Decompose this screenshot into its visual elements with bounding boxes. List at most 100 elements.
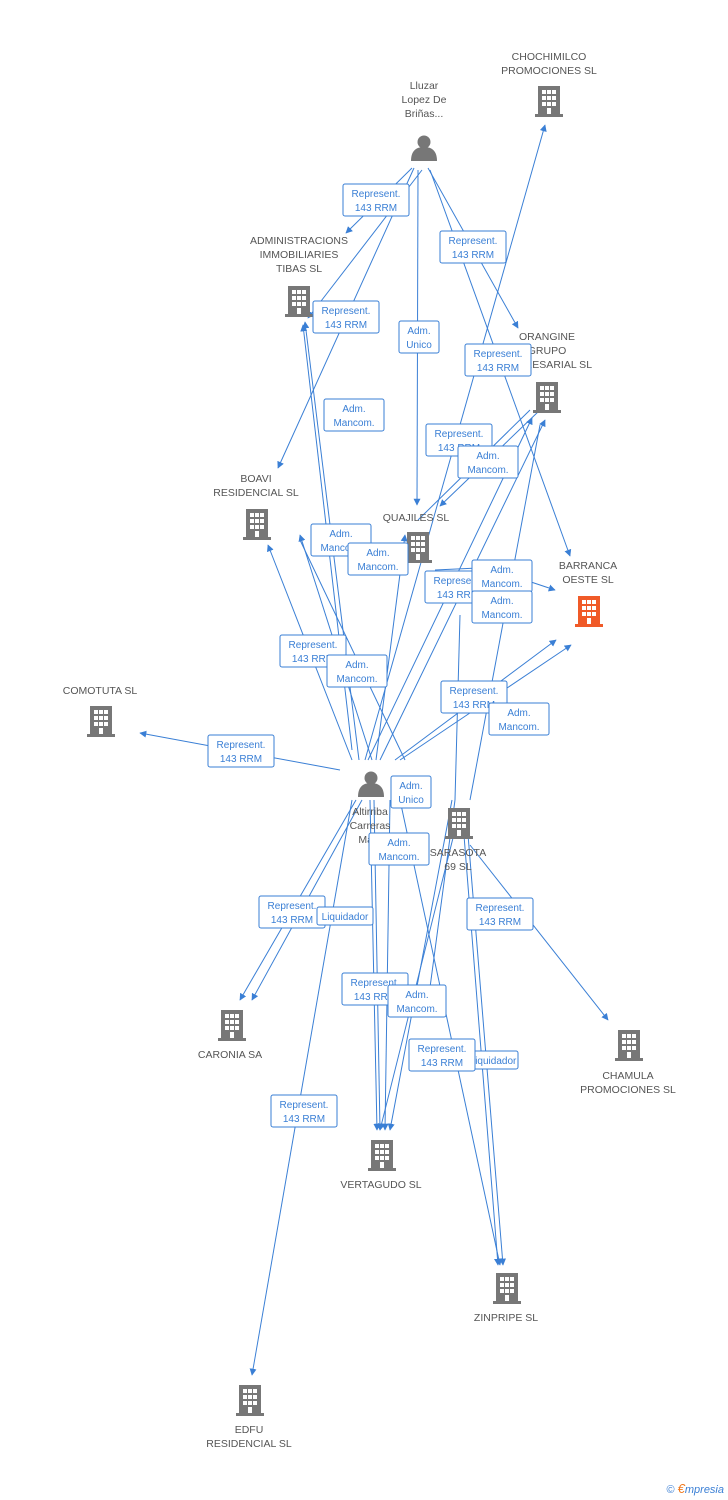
- link-line-36: [299, 539, 406, 761]
- edge-label-box: [471, 590, 533, 624]
- edge-label-18[interactable]: Adm.Unico: [390, 775, 432, 809]
- footer-brand[interactable]: © €mpresia: [666, 1481, 724, 1496]
- edge-label-text: Represent.: [449, 236, 498, 247]
- edge-label-text: Represent.: [435, 429, 484, 440]
- edge-label-11[interactable]: Adm.Mancom.: [471, 559, 533, 593]
- edge-label-text: Represent.: [450, 686, 499, 697]
- edge-label-text: 143 RRM: [453, 700, 495, 711]
- edge-label-layer: Represent. 143 RRM Represent. 143 RRM Repres…: [207, 183, 550, 1128]
- edge-label-text: Represent.: [434, 576, 483, 587]
- edge-label-26[interactable]: Represent. 143 RRM: [408, 1038, 476, 1072]
- edge-label-text: Mancom.: [333, 418, 374, 429]
- node-label-line: PROMOCIONES SL: [580, 1084, 676, 1096]
- edge-label-box: [342, 183, 410, 217]
- node-label-line: BARRANCA: [559, 560, 617, 572]
- node-quajiles[interactable]: QUAJILES SL: [383, 512, 450, 563]
- node-zinpripe[interactable]: ZINPRIPE SL: [474, 1273, 538, 1324]
- building-icon: [445, 808, 473, 839]
- edge-label-text: Represent.: [289, 640, 338, 651]
- edge-label-text: Mancom.: [481, 610, 522, 621]
- node-label-line: VERTAGUDO SL: [340, 1179, 421, 1191]
- edge-label-7[interactable]: Adm.Mancom.: [457, 445, 519, 479]
- edge-label-box: [408, 1038, 476, 1072]
- edge-label-16[interactable]: Adm. Mancom.: [488, 702, 550, 736]
- node-label-line: GRUPO: [528, 345, 567, 357]
- building-icon: [493, 1273, 521, 1304]
- edge-label-2[interactable]: Represent.143 RRM: [312, 300, 380, 334]
- node-label-line: ZINPRIPE SL: [474, 1312, 538, 1324]
- node-vertagudo[interactable]: VERTAGUDO SL: [340, 1140, 422, 1191]
- building-icon: [533, 382, 561, 413]
- edge-label-12[interactable]: Adm.Mancom.: [471, 590, 533, 624]
- edge-label-20[interactable]: Represent.143 RRM: [258, 895, 326, 929]
- link-line-28: [378, 809, 461, 1131]
- edge-label-text: Mancom.: [336, 674, 377, 685]
- node-label-line: Lluzar: [410, 80, 439, 92]
- copyright-icon: ©: [666, 1484, 675, 1496]
- edge-label-0[interactable]: Represent.143 RRM: [342, 183, 410, 217]
- node-label-line: Lopez De: [402, 94, 447, 106]
- edge-label-text: 143 RRM: [271, 915, 313, 926]
- edge-label-1[interactable]: Represent. 143 RRM: [439, 230, 507, 264]
- edge-label-text: Represent.: [280, 1100, 329, 1111]
- edge-label-14[interactable]: Adm.Mancom.: [326, 654, 388, 688]
- edge-label-text: Adm.: [366, 548, 389, 559]
- edge-label-text: Represent.: [351, 978, 400, 989]
- edge-label-9[interactable]: Adm. Mancom.: [347, 542, 409, 576]
- edge-label-text: Adm.: [507, 708, 530, 719]
- edge-label-4[interactable]: Represent.143 RRM: [464, 343, 532, 377]
- node-label-line: COMOTUTA SL: [63, 685, 138, 697]
- edge-label-text: Represent.: [476, 903, 525, 914]
- edge-label-text: 143 RRM: [325, 320, 367, 331]
- edge-label-24[interactable]: Adm.Mancom.: [387, 984, 447, 1018]
- edge-label-21[interactable]: Liquidador: [316, 906, 374, 926]
- edge-label-23[interactable]: Represent.143 RRM: [466, 897, 534, 931]
- edge-label-text: Represent.: [418, 1044, 467, 1055]
- edge-label-text: Unico: [406, 340, 432, 351]
- edge-label-text: Mancom.: [498, 722, 539, 733]
- link-line-35: [434, 567, 479, 571]
- node-comotuta[interactable]: COMOTUTA SL: [63, 685, 138, 737]
- edge-label-text: 143 RRM: [421, 1058, 463, 1069]
- building-icon: [615, 1030, 643, 1061]
- edge-label-text: 143 RRM: [452, 250, 494, 261]
- edge-label-text: Mancom.: [320, 543, 361, 554]
- edge-label-box: [323, 398, 385, 432]
- link-line-25: [399, 799, 503, 1266]
- edge-label-text: Adm.: [476, 451, 499, 462]
- edge-label-25[interactable]: Liquidador: [467, 1050, 519, 1070]
- edge-label-19[interactable]: Adm.Mancom.: [368, 832, 430, 866]
- edge-label-box: [398, 320, 440, 354]
- building-icon: [535, 86, 563, 117]
- edge-label-3[interactable]: Adm. Unico: [398, 320, 440, 354]
- edge-label-text: Liquidador: [470, 1056, 517, 1067]
- node-label-line: ADMINISTRACIONS: [250, 235, 348, 247]
- person-icon: [411, 135, 437, 161]
- link-line-31: [469, 844, 609, 1021]
- person-icon: [358, 771, 384, 797]
- node-caronia[interactable]: CARONIA SA: [198, 1010, 262, 1061]
- edge-label-text: Liquidador: [322, 912, 369, 923]
- edge-label-text: Represent.: [352, 189, 401, 200]
- brand-name: mpresia: [684, 1484, 724, 1496]
- edge-label-5[interactable]: Adm.Mancom.: [323, 398, 385, 432]
- edge-label-27[interactable]: Represent.143 RRM: [270, 1094, 338, 1128]
- edge-label-text: Adm.: [329, 529, 352, 540]
- building-icon: [243, 509, 271, 540]
- edge-label-text: Adm.: [407, 326, 430, 337]
- edge-label-text: Mancom.: [357, 562, 398, 573]
- edge-label-box: [312, 300, 380, 334]
- edge-label-17[interactable]: Represent.143 RRM: [207, 734, 275, 768]
- node-label-line: Altirriba: [352, 806, 388, 818]
- edge-label-box: [464, 343, 532, 377]
